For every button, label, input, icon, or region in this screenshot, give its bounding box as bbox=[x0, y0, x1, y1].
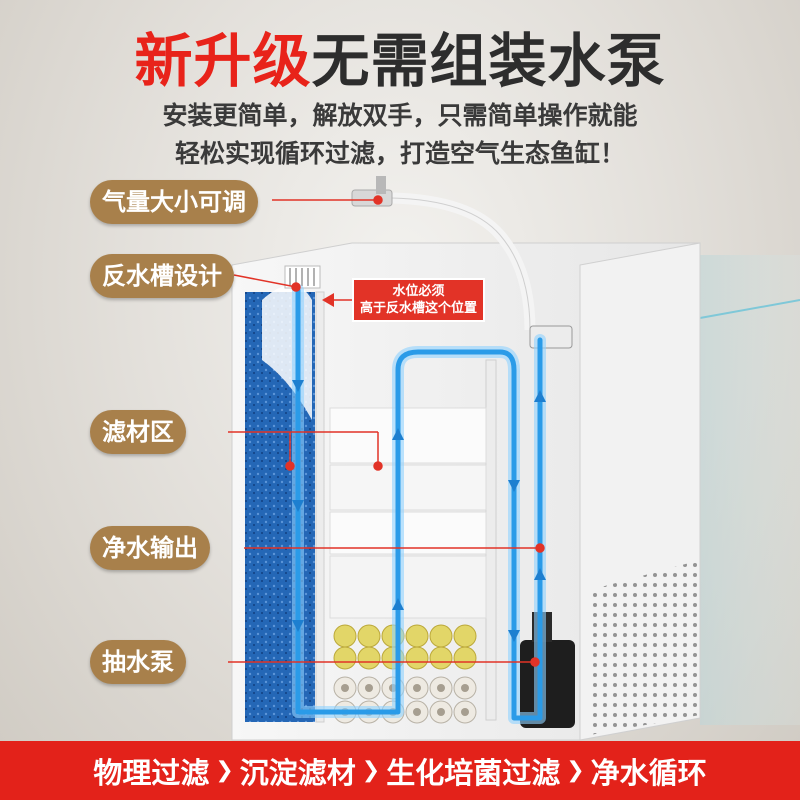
chevron-right-icon: ❯ bbox=[361, 758, 381, 783]
air-valve-knob bbox=[376, 176, 386, 194]
process-step-3: 生化培菌过滤 bbox=[386, 755, 561, 790]
callout-arrow bbox=[322, 293, 334, 307]
divider-wall-2 bbox=[485, 359, 497, 721]
water-level-callout: 水位必须 高于反水槽这个位置 bbox=[352, 278, 486, 322]
process-step-4: 净水循环 bbox=[590, 755, 707, 790]
callout-line-1: 水位必须 bbox=[392, 284, 445, 299]
water-line bbox=[699, 299, 800, 319]
subtitle-line-2: 轻松实现循环过滤，打造空气生态鱼缸！ bbox=[174, 139, 625, 168]
title-main: 无需组装水泵 bbox=[311, 27, 666, 95]
page-title: 新升级无需组装水泵 bbox=[0, 14, 800, 98]
chevron-right-icon: ❯ bbox=[566, 758, 585, 783]
dot-pattern bbox=[590, 560, 700, 735]
label-clean-output: 净水输出 bbox=[90, 526, 210, 570]
subtitle-line-1: 安装更简单，解放双手，只需简单操作就能 bbox=[162, 101, 638, 130]
label-pump: 抽水泵 bbox=[90, 640, 186, 684]
filter-cotton-stack bbox=[329, 407, 487, 619]
flow-arrows bbox=[292, 380, 546, 642]
callout-line-2: 高于反水槽这个位置 bbox=[360, 301, 478, 316]
process-step-2: 沉淀滤材 bbox=[239, 755, 356, 790]
process-bar: 物理过滤 ❯ 沉淀滤材 ❯ 生化培菌过滤 ❯ 净水循环 bbox=[0, 741, 800, 800]
label-filter-zone: 滤材区 bbox=[90, 410, 186, 454]
chevron-right-icon: ❯ bbox=[215, 758, 234, 783]
water-flow-path bbox=[292, 284, 546, 724]
label-air-adjust: 气量大小可调 bbox=[90, 180, 258, 224]
process-step-1: 物理过滤 bbox=[93, 755, 210, 790]
label-overflow-slot: 反水槽设计 bbox=[90, 254, 234, 298]
title-highlight: 新升级 bbox=[134, 27, 312, 95]
aquarium-glass bbox=[700, 255, 800, 725]
label-connectors bbox=[228, 195, 545, 667]
divider-wall-1 bbox=[315, 291, 325, 723]
